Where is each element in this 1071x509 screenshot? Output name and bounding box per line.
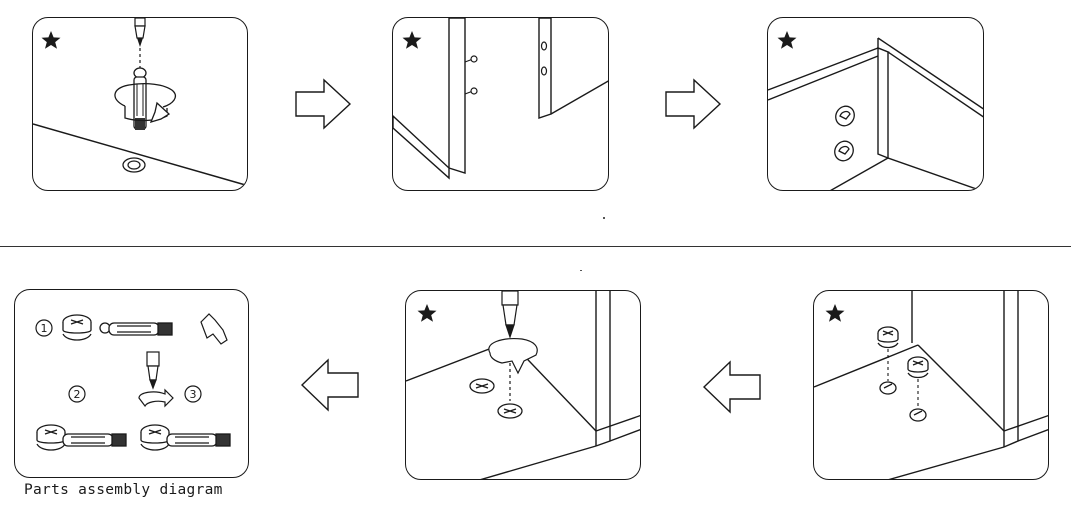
cabinet-corner bbox=[768, 37, 983, 190]
cabinet-frame bbox=[814, 291, 1048, 479]
row-divider bbox=[0, 246, 1071, 247]
arrow-left-icon bbox=[702, 360, 761, 414]
assembled-cam-dowel-right bbox=[140, 424, 231, 451]
cam-lock-icon bbox=[877, 326, 929, 379]
svg-text:3: 3 bbox=[190, 388, 197, 401]
insert-arrow-icon bbox=[200, 313, 228, 345]
svg-text:2: 2 bbox=[74, 388, 81, 401]
step-number-1: 1 bbox=[35, 319, 53, 337]
star-icon bbox=[417, 304, 437, 322]
assembled-cam-dowel-left bbox=[36, 424, 127, 451]
screwdriver-icon bbox=[134, 18, 146, 68]
arrow-right-icon bbox=[295, 78, 352, 130]
step-panel-insert-dowel bbox=[32, 17, 248, 191]
arrow-right-icon bbox=[665, 78, 722, 130]
star-icon bbox=[825, 304, 845, 322]
star-icon bbox=[402, 31, 422, 49]
step-panel-side-panels bbox=[392, 17, 609, 191]
dowel-icon bbox=[99, 322, 173, 336]
guide-lines bbox=[887, 349, 919, 409]
step-panel-insert-cams bbox=[813, 290, 1049, 480]
holes bbox=[879, 381, 927, 422]
speck bbox=[603, 217, 605, 219]
dowel-icon bbox=[133, 67, 147, 130]
cam-lock-icon bbox=[469, 378, 523, 419]
speck bbox=[580, 270, 582, 271]
cabinet-frame bbox=[406, 291, 640, 479]
step-number-2: 2 bbox=[68, 385, 86, 403]
step-number-3: 3 bbox=[184, 385, 202, 403]
parts-assembly-panel: 1 2 3 bbox=[14, 289, 249, 478]
rotate-arrow-icon bbox=[114, 83, 177, 124]
step-panel-corner-cams bbox=[767, 17, 984, 191]
svg-text:1: 1 bbox=[41, 322, 48, 335]
holes bbox=[540, 41, 548, 76]
side-panel-right bbox=[538, 18, 608, 119]
parts-assembly-caption: Parts assembly diagram bbox=[24, 482, 223, 498]
step-panel-tighten-cam bbox=[405, 290, 641, 480]
rotate-arrow-icon bbox=[488, 338, 538, 375]
dowel-pins bbox=[464, 55, 478, 95]
side-panel-left bbox=[393, 18, 466, 180]
screwdriver-icon bbox=[146, 351, 160, 390]
cam-lock-icon bbox=[834, 105, 855, 162]
rotate-arrow-icon bbox=[138, 388, 174, 408]
cam-lock-icon bbox=[62, 314, 92, 341]
screwdriver-icon bbox=[501, 291, 519, 401]
star-icon bbox=[777, 31, 797, 49]
arrow-left-icon bbox=[300, 358, 359, 412]
hole-icon bbox=[122, 157, 146, 173]
star-icon bbox=[41, 31, 61, 49]
